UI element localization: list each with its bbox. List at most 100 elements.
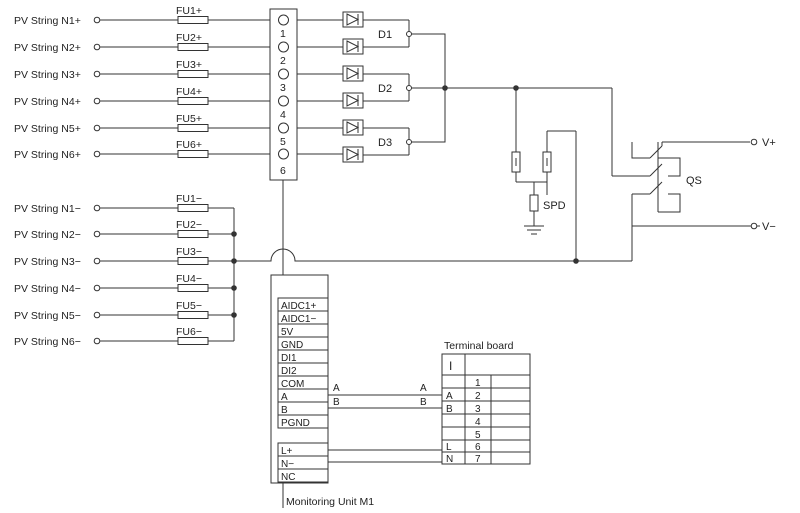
fuse-icon (177, 257, 209, 265)
pv-input-positive-3: PV String N3+ FU3+ (14, 59, 270, 81)
fuse-icon (177, 204, 209, 212)
ground-icon (524, 225, 544, 235)
monitor-pin-label: PGND (281, 418, 310, 429)
diode-block-d3: D3 (342, 119, 412, 163)
junction-dot-icon (231, 231, 237, 237)
fuse-label: FU5+ (176, 113, 202, 125)
pv-input-negative-3: PV String N3− FU3− (14, 246, 234, 268)
terminal-board-number: 1 (475, 378, 481, 389)
pv-string-label: PV String N5+ (14, 123, 81, 135)
terminal-board-number: 6 (475, 442, 481, 453)
pv-input-positive-2: PV String N2+ FU2+ (14, 32, 270, 54)
pv-string-label: PV String N4+ (14, 96, 81, 108)
terminal-screw-icon (278, 41, 289, 53)
fuse-label: FU2+ (176, 32, 202, 44)
terminal-board-label: L (446, 442, 452, 453)
monitor-pin-label: B (281, 405, 288, 416)
pv-string-label: PV String N5− (14, 310, 81, 322)
input-terminal-icon (93, 230, 101, 238)
pv-input-positive-1: PV String N1+ FU1+ (14, 5, 270, 27)
terminal-board-label: A (446, 391, 453, 402)
pv-string-label: PV String N2− (14, 229, 81, 241)
terminal-strip: 1 2 3 4 5 6 (269, 8, 343, 181)
diode-block-d1: D1 (342, 11, 412, 55)
diode-icon (346, 94, 360, 107)
fuse-label: FU1+ (176, 5, 202, 17)
terminal-screw-icon (278, 14, 289, 26)
terminal-screw-icon (278, 122, 289, 134)
terminal-board-title: Terminal board (444, 340, 514, 352)
fuse-icon (177, 150, 209, 158)
interconnect-wiring: A B A B (328, 383, 442, 463)
pv-input-positive-6: PV String N6+ FU6+ (14, 139, 270, 161)
pv-input-negative-2: PV String N2− FU2− (14, 219, 234, 241)
fuse-label: FU3− (176, 246, 202, 258)
input-terminal-icon (93, 16, 101, 24)
diode-output-terminal-icon (406, 31, 412, 37)
negative-inputs: PV String N1− FU1− PV String N2− FU2− PV… (14, 193, 234, 348)
diode-icon (346, 121, 360, 134)
positive-inputs: PV String N1+ FU1+ PV String N2+ FU2+ PV… (14, 5, 270, 161)
disconnect-switch: QS V+ V− (631, 137, 776, 233)
pv-input-negative-6: PV String N6− FU6− (14, 326, 234, 348)
terminal-screw-icon (278, 68, 289, 80)
terminal-number: 6 (280, 165, 286, 177)
input-terminal-icon (93, 284, 101, 292)
monitoring-unit-label: Monitoring Unit M1 (286, 496, 374, 508)
monitoring-unit: AIDC1+ AIDC1− 5V GND DI1 DI2 COM A B PGN… (270, 274, 374, 508)
fuse-icon (177, 43, 209, 51)
diode-label: D2 (378, 83, 392, 95)
input-terminal-icon (93, 124, 101, 132)
fuse-label: FU5− (176, 300, 202, 312)
diode-icon (346, 67, 360, 80)
input-terminal-icon (93, 70, 101, 78)
pv-string-label: PV String N1+ (14, 15, 81, 27)
negative-bus (231, 131, 633, 341)
pv-input-negative-1: PV String N1− FU1− (14, 193, 234, 215)
input-terminal-icon (93, 43, 101, 51)
diode-output-terminal-icon (406, 85, 412, 91)
monitor-power-pin-label: NC (281, 472, 295, 483)
monitor-pin-label: DI2 (281, 366, 297, 377)
input-terminal-icon (93, 150, 101, 158)
pv-string-label: PV String N1− (14, 203, 81, 215)
monitor-pin-label: GND (281, 340, 303, 351)
junction-dot-icon (231, 285, 237, 291)
terminal-board-label: B (446, 404, 453, 415)
monitor-pin-label: COM (281, 379, 304, 390)
diode-label: D3 (378, 137, 392, 149)
terminal-board: Terminal board I 1 2 3 4 5 6 7 A B L N (441, 340, 531, 465)
monitor-pin-label: AIDC1− (281, 314, 316, 325)
pv-input-negative-4: PV String N4− FU4− (14, 273, 234, 295)
monitor-pin-label: 5V (281, 327, 294, 338)
diode-label: D1 (378, 29, 392, 41)
output-terminal-icon (750, 222, 758, 230)
fuse-label: FU3+ (176, 59, 202, 71)
junction-dot-icon (231, 312, 237, 318)
wire-label-a: A (333, 383, 340, 394)
monitor-pin-label: A (281, 392, 288, 403)
terminal-board-number: 3 (475, 404, 481, 415)
fuse-label: FU6+ (176, 139, 202, 151)
positive-bus (411, 33, 632, 177)
monitor-pin-label: DI1 (281, 353, 297, 364)
input-terminal-icon (93, 97, 101, 105)
diode-output-terminal-icon (406, 139, 412, 145)
input-terminal-icon (93, 257, 101, 265)
terminal-screw-icon (278, 148, 289, 160)
diode-icon (346, 148, 360, 161)
terminal-number: 5 (280, 136, 286, 148)
output-terminal-icon (750, 138, 758, 146)
fuse-label: FU1− (176, 193, 202, 205)
terminal-board-header-symbol: I (449, 359, 452, 373)
monitor-power-pin-label: N− (281, 459, 294, 470)
pv-string-label: PV String N6− (14, 336, 81, 348)
fuse-label: FU2− (176, 219, 202, 231)
input-terminal-icon (93, 204, 101, 212)
pv-string-label: PV String N2+ (14, 42, 81, 54)
fuse-icon (177, 230, 209, 238)
output-negative-label: V− (762, 221, 776, 233)
terminal-screw-icon (278, 95, 289, 107)
fuse-label: FU6− (176, 326, 202, 338)
fuse-icon (177, 124, 209, 132)
